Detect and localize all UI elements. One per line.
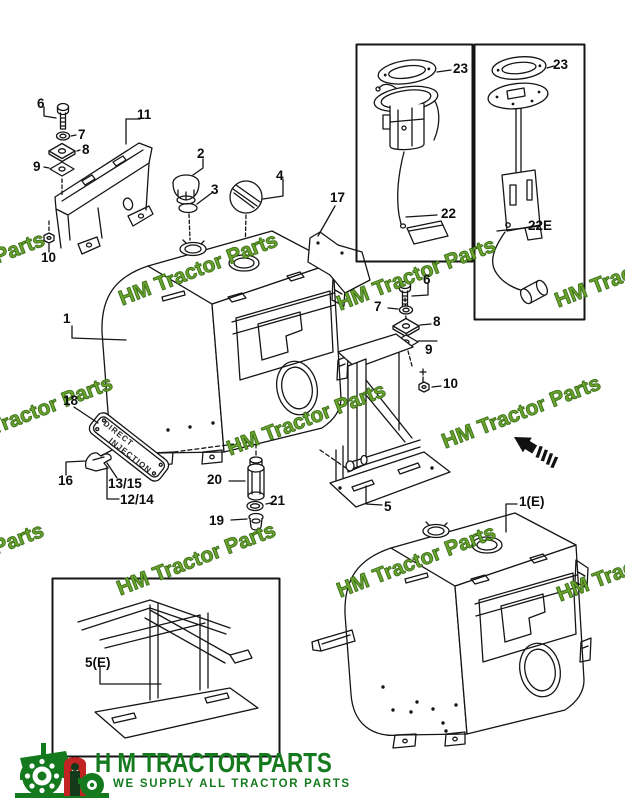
callout-13-15: 13/15	[108, 476, 142, 491]
filter-20-drawing	[247, 456, 265, 501]
callout-1: 1	[63, 311, 71, 326]
callout-22E: 22E	[528, 218, 553, 233]
callout-22: 22	[441, 206, 457, 221]
gasket-23-left-drawing	[377, 59, 437, 85]
callout-10-topleft: 10	[41, 250, 57, 265]
callout-8-topleft: 8	[82, 142, 90, 157]
callout-18: 18	[63, 393, 79, 408]
callout-11: 11	[137, 107, 152, 122]
tank-1E-extras	[311, 629, 448, 733]
fuel-sender-22E-drawing	[487, 82, 549, 305]
bracket-box	[51, 577, 281, 758]
logo-title: H M TRACTOR PARTS	[95, 747, 332, 778]
callout-5E: 5(E)	[85, 655, 111, 670]
logo-subtitle: WE SUPPLY ALL TRACTOR PARTS	[113, 778, 351, 790]
callout-7-middle: 7	[374, 299, 382, 314]
callout-9-topleft: 9	[33, 159, 41, 174]
callout-20: 20	[207, 472, 223, 487]
bracket-11-drawing	[54, 142, 154, 255]
callout-10-middle: 10	[443, 376, 459, 391]
callout-1E: 1(E)	[519, 494, 545, 509]
callout-6-middle: 6	[423, 272, 431, 287]
callout-4: 4	[276, 168, 284, 183]
callout-23-left: 23	[453, 61, 469, 76]
callout-3: 3	[211, 182, 219, 197]
callout-23-right: 23	[553, 57, 569, 72]
callout-21: 21	[270, 493, 286, 508]
gasket-23-right-drawing	[491, 56, 547, 80]
callout-9-middle: 9	[425, 342, 433, 357]
callout-6-topleft: 6	[37, 96, 45, 111]
direction-arrow-icon	[514, 437, 559, 469]
plug-19-drawing	[248, 512, 264, 531]
callout-7-topleft: 7	[78, 127, 86, 142]
callout-16: 16	[58, 473, 74, 488]
clip-16-drawing	[84, 449, 113, 472]
bracket-5-drawing	[329, 333, 451, 508]
bracket-5E-drawing	[77, 599, 259, 739]
fuel-sender-22-drawing	[373, 83, 449, 245]
oring-21-drawing	[246, 500, 264, 512]
sender-box-left	[355, 43, 474, 263]
callout-12-14: 12/14	[120, 492, 154, 507]
filler-cap-drawing	[172, 174, 200, 214]
callout-5: 5	[384, 499, 392, 514]
cap-4-drawing	[229, 180, 263, 214]
callout-19: 19	[209, 513, 225, 528]
callout-2: 2	[197, 146, 205, 161]
callout-17: 17	[330, 190, 346, 205]
gasket-17-drawing	[307, 231, 371, 294]
tractor-logo-icon	[15, 743, 109, 798]
sender-box-right	[473, 43, 586, 321]
callout-8-middle: 8	[433, 314, 441, 329]
